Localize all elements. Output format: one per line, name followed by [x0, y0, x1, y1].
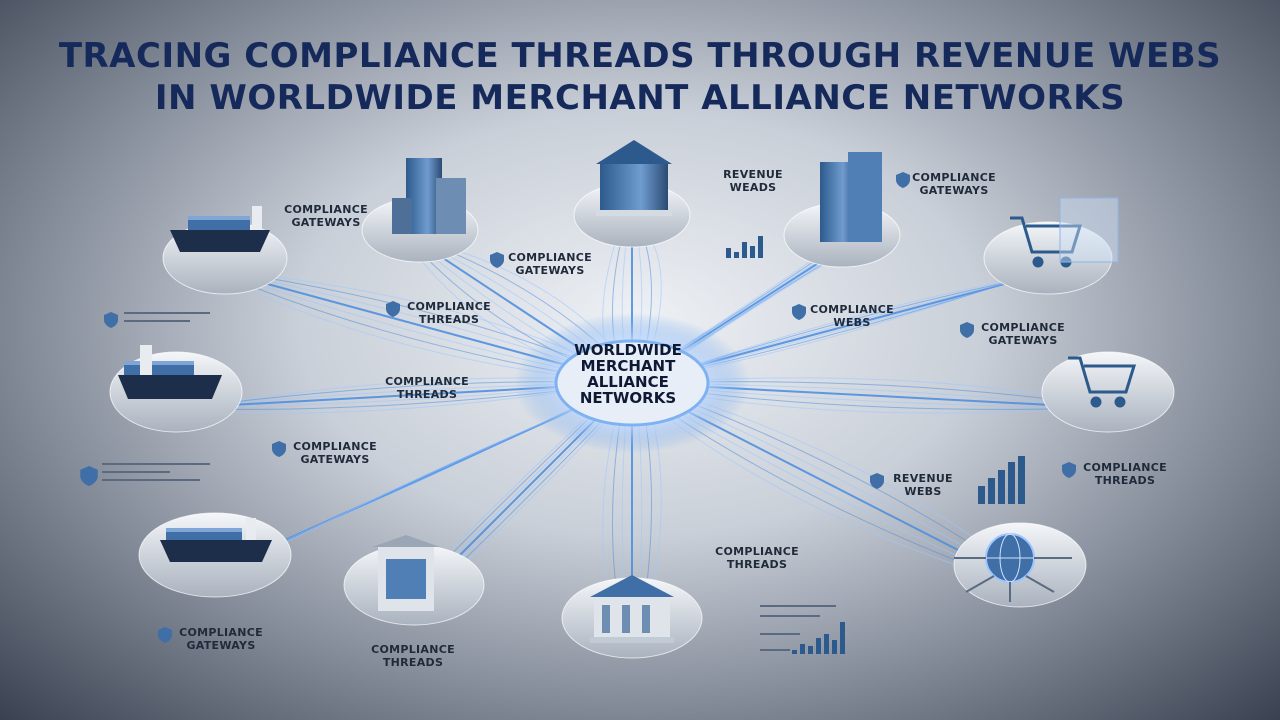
- node-label-line: GATEWAYS: [515, 264, 585, 277]
- node-label-line: THREADS: [418, 313, 480, 326]
- node-label: COMPLIANCE THREADS: [712, 545, 802, 571]
- node-label: COMPLIANCE THREADS: [382, 375, 472, 401]
- node-label-line: COMPLIANCE: [715, 545, 799, 558]
- node-label-line: THREADS: [1094, 474, 1156, 487]
- node-label-line: COMPLIANCE: [1083, 461, 1167, 474]
- node-label-line: THREADS: [382, 656, 444, 669]
- node-label-line: THREADS: [396, 388, 458, 401]
- node-label-line: COMPLIANCE: [810, 303, 894, 316]
- node-label: COMPLIANCE THREADS: [368, 643, 458, 669]
- node-label: COMPLIANCE GATEWAYS: [176, 626, 266, 652]
- node-label: COMPLIANCE GATEWAYS: [284, 203, 368, 229]
- node-label-line: WEADS: [729, 181, 777, 194]
- bank-icon: [590, 575, 674, 643]
- shield-icon: [80, 466, 98, 486]
- node-label: COMPLIANCE GATEWAYS: [978, 321, 1068, 347]
- node-label-line: COMPLIANCE: [981, 321, 1065, 334]
- hub-label-line: NETWORKS: [579, 389, 677, 407]
- hub-label-line: WORLDWIDE: [574, 341, 682, 359]
- hub-label-line: ALLIANCE: [587, 373, 669, 391]
- node-label: COMPLIANCE WEBS: [810, 303, 894, 329]
- revenue-bar-chart-icon: [978, 456, 1025, 504]
- node-label: REVENUE WEADS: [718, 168, 788, 194]
- node-label-line: COMPLIANCE: [407, 300, 491, 313]
- office-building-icon: [820, 152, 882, 242]
- revenue-bar-chart-icon: [726, 236, 763, 258]
- node-label-line: COMPLIANCE: [293, 440, 377, 453]
- node-label: COMPLIANCE GATEWAYS: [508, 251, 592, 277]
- node-platform: [983, 221, 1113, 295]
- node-label-line: COMPLIANCE: [385, 375, 469, 388]
- node-label-line: COMPLIANCE: [371, 643, 455, 656]
- node-label-line: GATEWAYS: [988, 334, 1058, 347]
- hub-node: [554, 339, 710, 427]
- node-label-line: COMPLIANCE: [284, 203, 368, 216]
- node-label: REVENUE WEBS: [888, 472, 958, 498]
- node-label-line: REVENUE: [723, 168, 783, 181]
- revenue-bar-chart-icon: [792, 622, 845, 654]
- info-panel: [102, 312, 836, 651]
- shield-icon: [386, 301, 400, 317]
- node-label-line: REVENUE: [893, 472, 953, 485]
- shield-icon: [104, 312, 118, 328]
- node-label: COMPLIANCE GATEWAYS: [290, 440, 380, 466]
- node-label: COMPLIANCE GATEWAYS: [912, 171, 996, 197]
- shopping-cart-icon: [1068, 356, 1137, 408]
- office-building-icon: [392, 158, 466, 234]
- node-label-line: GATEWAYS: [300, 453, 370, 466]
- node-label: COMPLIANCE THREADS: [404, 300, 494, 326]
- office-building-icon: [372, 535, 440, 611]
- shield-icon: [960, 322, 974, 338]
- node-label-line: THREADS: [726, 558, 788, 571]
- node-label-line: GATEWAYS: [919, 184, 989, 197]
- node-label-line: WEBS: [904, 485, 942, 498]
- cargo-ship-icon: [118, 345, 222, 399]
- node-label-line: GATEWAYS: [186, 639, 256, 652]
- cargo-ship-icon: [160, 518, 272, 562]
- node-label-line: WEBS: [833, 316, 871, 329]
- node-label: COMPLIANCE THREADS: [1080, 461, 1170, 487]
- page-title-line-1: TRACING COMPLIANCE THREADS THROUGH REVEN…: [58, 36, 1222, 76]
- cargo-ship-icon: [170, 206, 270, 252]
- page-title-line-2: IN WORLDWIDE MERCHANT ALLIANCE NETWORKS: [154, 78, 1126, 118]
- shield-icon: [158, 627, 172, 643]
- shield-icon: [1062, 462, 1076, 478]
- hub-label-line: MERCHANT: [580, 357, 676, 375]
- bank-icon: [596, 140, 672, 216]
- shield-icon: [870, 473, 884, 489]
- shield-icon: [896, 172, 910, 188]
- shield-icon: [272, 441, 286, 457]
- shield-icon: [490, 252, 504, 268]
- node-label-line: COMPLIANCE: [179, 626, 263, 639]
- shield-icon: [792, 304, 806, 320]
- node-label-line: GATEWAYS: [291, 216, 361, 229]
- screen-panel: [1059, 197, 1119, 263]
- hub-label: WORLDWIDE MERCHANT ALLIANCE NETWORKS: [548, 342, 708, 406]
- node-label-line: COMPLIANCE: [912, 171, 996, 184]
- globe-circuit-icon: [954, 533, 1072, 602]
- node-label-line: COMPLIANCE: [508, 251, 592, 264]
